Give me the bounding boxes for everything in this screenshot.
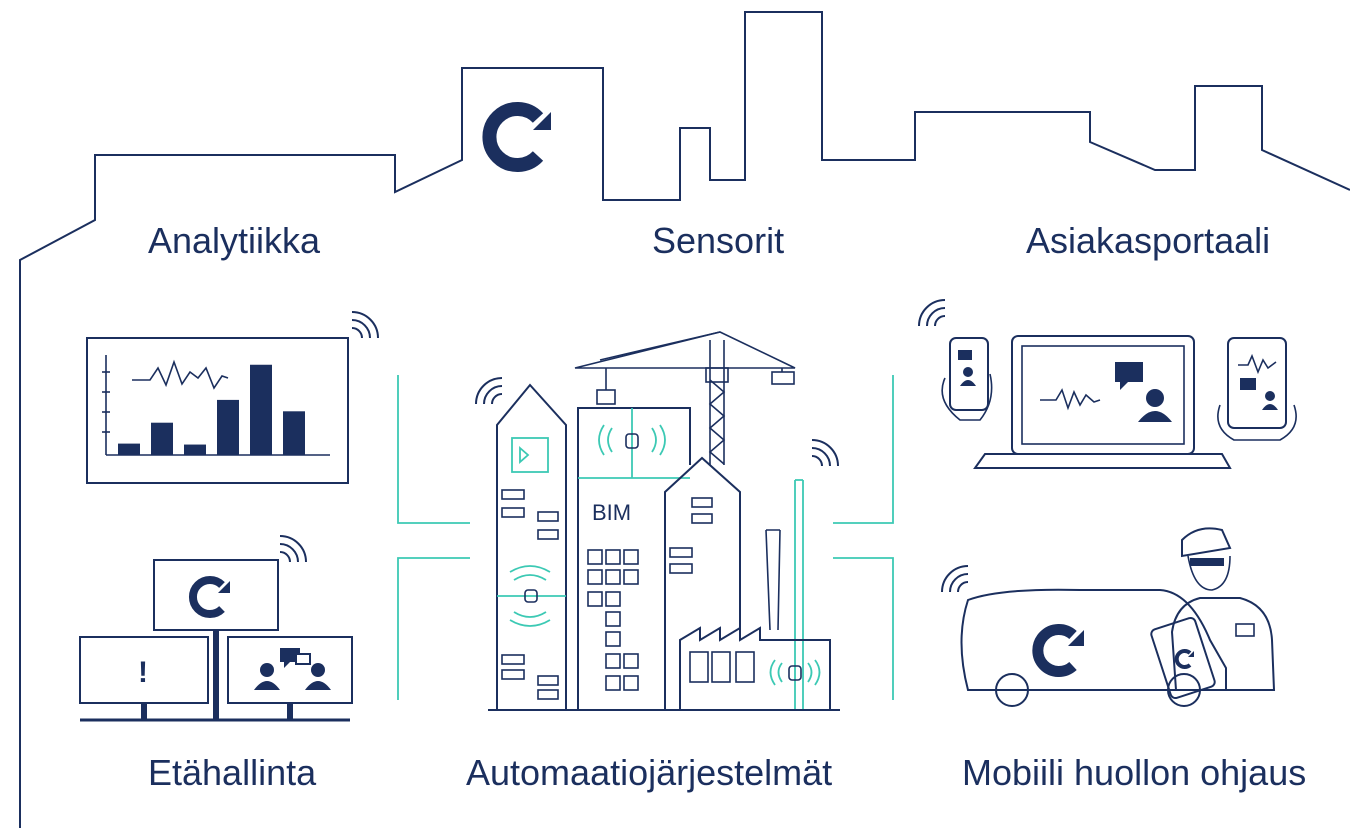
alert-exclamation: ! — [138, 656, 148, 689]
analytics-bar-chart — [118, 364, 305, 455]
wifi-icon — [918, 299, 946, 327]
analytics-bar — [250, 364, 272, 455]
bim-sign: BIM — [592, 500, 631, 525]
customer-portal-devices — [918, 299, 1297, 469]
chat-users-icon — [254, 648, 331, 690]
logo-icon — [188, 576, 230, 618]
label-remote-management: Etähallinta — [148, 752, 317, 793]
logo-icon — [482, 102, 551, 172]
automation-buildings: BIM — [488, 331, 840, 711]
logo-icon — [1032, 624, 1084, 677]
crane-icon — [574, 331, 796, 465]
technician-figure — [1150, 527, 1276, 700]
wifi-icon — [475, 377, 503, 405]
analytics-bar — [217, 399, 239, 455]
connector-lines — [397, 375, 894, 700]
label-sensors: Sensorit — [652, 220, 784, 261]
label-automation-systems: Automaatiojärjestelmät — [466, 752, 832, 793]
analytics-dashboard — [86, 337, 349, 484]
label-mobile-maintenance: Mobiili huollon ohjaus — [962, 752, 1306, 793]
wifi-icon — [351, 311, 379, 339]
remote-management-monitors: ! — [79, 559, 353, 722]
skyline-outline — [19, 11, 1350, 828]
label-analytics: Analytiikka — [148, 220, 321, 261]
wifi-icon — [941, 565, 969, 593]
wifi-icon — [811, 439, 839, 467]
analytics-bar — [184, 444, 206, 455]
wifi-icon — [279, 535, 307, 563]
analytics-bar — [283, 411, 305, 455]
service-van — [941, 565, 1227, 707]
analytics-bar — [151, 422, 173, 455]
analytics-bar — [118, 443, 140, 455]
label-customer-portal: Asiakasportaali — [1026, 220, 1270, 261]
